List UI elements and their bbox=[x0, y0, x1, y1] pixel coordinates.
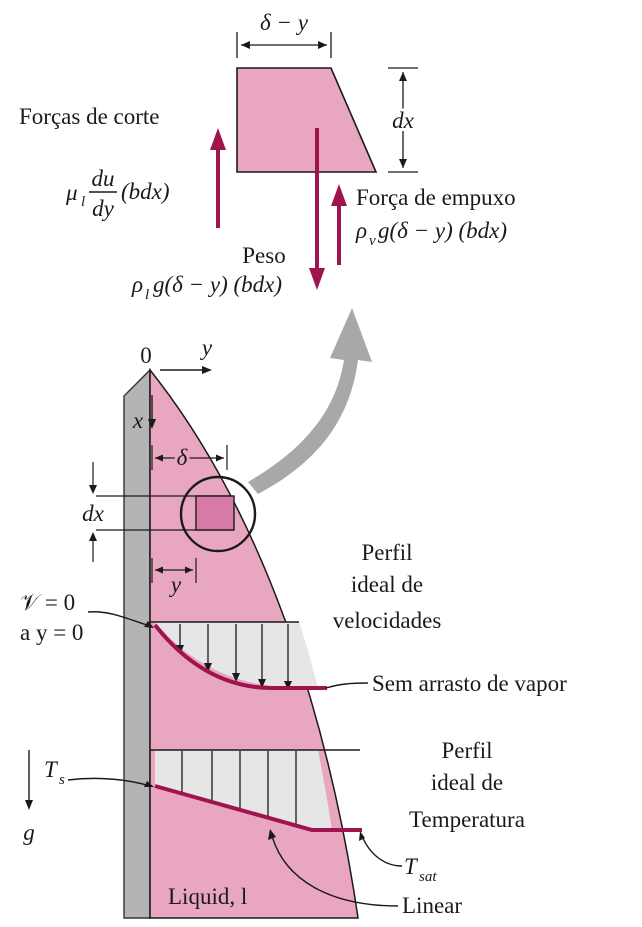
shear-force-expression: μ l du dy (bdx) bbox=[65, 166, 170, 221]
buoyancy-rho-subscript: v bbox=[369, 233, 376, 249]
weight-force-title: Peso bbox=[242, 243, 285, 268]
small-element bbox=[195, 495, 235, 531]
weight-expr: g(δ − y) (bdx) bbox=[153, 272, 282, 297]
velocity-title-line3: velocidades bbox=[333, 608, 442, 633]
shear-mu: μ bbox=[65, 180, 78, 205]
x-axis-label: x bbox=[132, 408, 144, 433]
ts-T: T bbox=[44, 757, 59, 782]
no-drag-label: Sem arrasto de vapor bbox=[372, 671, 567, 696]
tsat-T: T bbox=[404, 854, 419, 879]
shear-du: du bbox=[92, 166, 115, 191]
shear-mu-subscript: l bbox=[81, 194, 85, 210]
tsat-label: T sat bbox=[404, 854, 437, 885]
shear-force-arrow bbox=[210, 128, 226, 228]
temperature-title-line1: Perfil bbox=[441, 738, 492, 763]
zoom-callout-arrow bbox=[248, 308, 372, 494]
buoyancy-force-arrow bbox=[331, 184, 347, 265]
linear-label: Linear bbox=[402, 893, 462, 918]
dx-label: dx bbox=[82, 501, 105, 526]
temperature-profile-line bbox=[154, 784, 362, 832]
ts-sub: s bbox=[59, 772, 65, 788]
wall-condition-line1: 𝒱 = 0 bbox=[20, 590, 75, 615]
element-height-label: dx bbox=[392, 108, 415, 133]
shear-dy: dy bbox=[92, 196, 115, 221]
weight-force-arrow bbox=[309, 128, 325, 290]
buoyancy-force-title: Força de empuxo bbox=[356, 185, 516, 210]
shear-force-title: Forças de corte bbox=[19, 104, 160, 129]
origin-label: 0 bbox=[140, 343, 152, 368]
gravity-label: g bbox=[23, 820, 35, 845]
liquid-label: Liquid, l bbox=[168, 884, 247, 909]
buoyancy-expr: g(δ − y) (bdx) bbox=[378, 218, 507, 243]
ts-label: T s bbox=[44, 757, 65, 788]
differential-element bbox=[236, 67, 378, 173]
y-axis-label: y bbox=[200, 335, 213, 360]
weight-rho: ρ bbox=[131, 272, 143, 297]
velocity-title-line2: ideal de bbox=[351, 572, 423, 597]
element-dimension-width: δ − y bbox=[236, 10, 332, 58]
velocity-profile-curve bbox=[153, 623, 327, 690]
wall bbox=[123, 368, 151, 919]
y-small-label: y bbox=[169, 572, 182, 597]
tsat-sub: sat bbox=[419, 869, 437, 885]
velocity-title-line1: Perfil bbox=[361, 540, 412, 565]
zoom-circle bbox=[179, 475, 257, 553]
weight-rho-subscript: l bbox=[145, 287, 149, 303]
wall-condition-line2: a y = 0 bbox=[20, 620, 83, 645]
element-width-label: δ − y bbox=[260, 10, 309, 35]
element-dimension-height: dx bbox=[388, 67, 418, 173]
temperature-grid-lines bbox=[181, 751, 297, 825]
delta-label: δ bbox=[177, 445, 188, 470]
temperature-title-line3: Temperatura bbox=[409, 807, 525, 832]
temperature-profile-region bbox=[155, 750, 332, 830]
buoyancy-force-expression: ρ v g(δ − y) (bdx) bbox=[355, 218, 507, 249]
shear-tail: (bdx) bbox=[121, 179, 170, 204]
buoyancy-rho: ρ bbox=[355, 218, 367, 243]
temperature-title-line2: ideal de bbox=[431, 770, 503, 795]
weight-force-expression: ρ l g(δ − y) (bdx) bbox=[131, 272, 282, 303]
